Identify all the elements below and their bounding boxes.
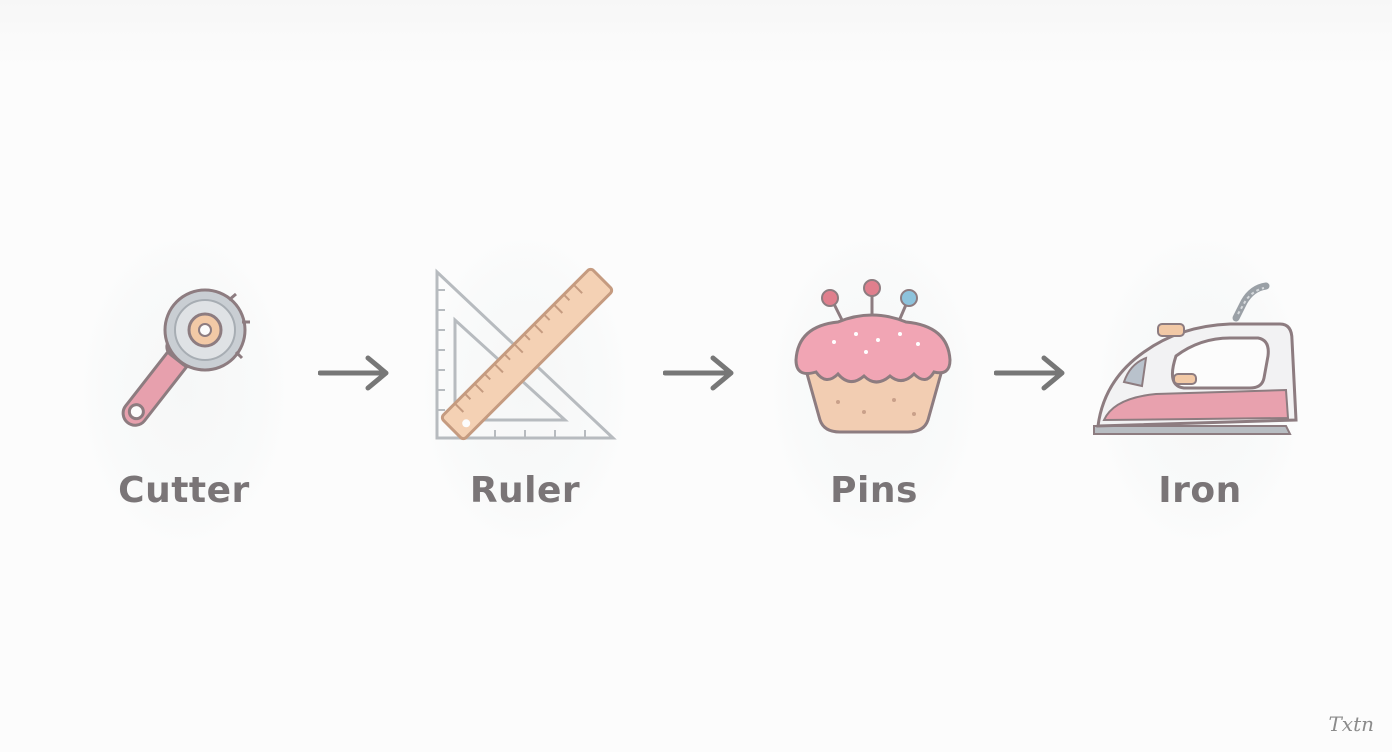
step-halo <box>84 240 284 540</box>
arrow-right-icon <box>994 355 1065 391</box>
step-label: Cutter <box>118 470 250 511</box>
rotary-cutter-icon <box>121 288 250 427</box>
watermark-text: Txtn <box>1328 712 1374 736</box>
arrow-right-icon <box>318 355 389 391</box>
arrow-right-icon <box>663 355 734 391</box>
step-pins: Pins <box>754 230 994 550</box>
step-iron: Iron <box>1080 230 1320 550</box>
step-label: Pins <box>830 470 918 511</box>
pin-cushion-icon <box>794 279 952 434</box>
top-band <box>0 0 1392 70</box>
step-label: Iron <box>1158 470 1242 511</box>
iron-icon <box>1093 282 1298 435</box>
ruler-icon <box>435 267 617 441</box>
step-ruler: Ruler <box>405 230 645 550</box>
step-label: Ruler <box>469 470 581 511</box>
step-cutter: Cutter <box>64 230 304 550</box>
